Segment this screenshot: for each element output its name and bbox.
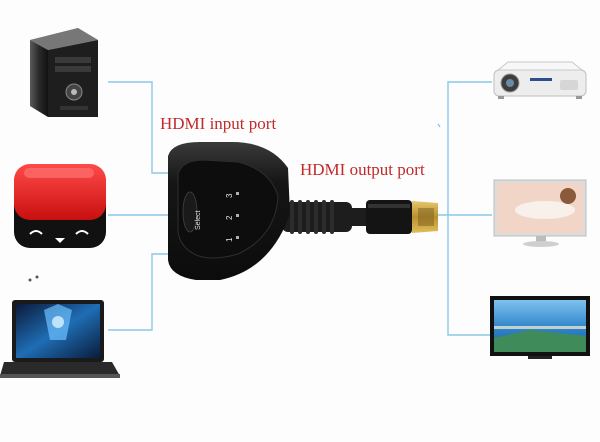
select-button-label: Select	[195, 210, 202, 230]
monitor-icon	[493, 179, 587, 247]
desktop-pc-icon	[30, 28, 98, 117]
hdmi-plug-icon	[366, 200, 438, 234]
input-connector-lines	[108, 81, 176, 331]
hdmi-input-port-label: HDMI input port	[160, 114, 277, 133]
tv-box-icon	[14, 164, 106, 282]
line-output-mark	[437, 123, 441, 128]
port-number-2: 2	[225, 215, 234, 220]
line-output-1	[447, 81, 492, 336]
television-icon	[490, 296, 590, 359]
laptop-icon	[0, 300, 120, 378]
output-connector-lines	[436, 81, 492, 336]
port-number-3: 3	[225, 193, 234, 198]
hdmi-output-port-label: HDMI output port	[300, 160, 425, 179]
port-number-1: 1	[225, 237, 234, 242]
hdmi-switch-text: Select 3 2 1	[195, 193, 234, 242]
line-input-3	[108, 253, 176, 331]
projector-icon	[493, 61, 587, 99]
line-input-1	[108, 81, 176, 174]
hdmi-cable	[282, 200, 368, 234]
hdmi-switch-icon	[168, 142, 290, 280]
